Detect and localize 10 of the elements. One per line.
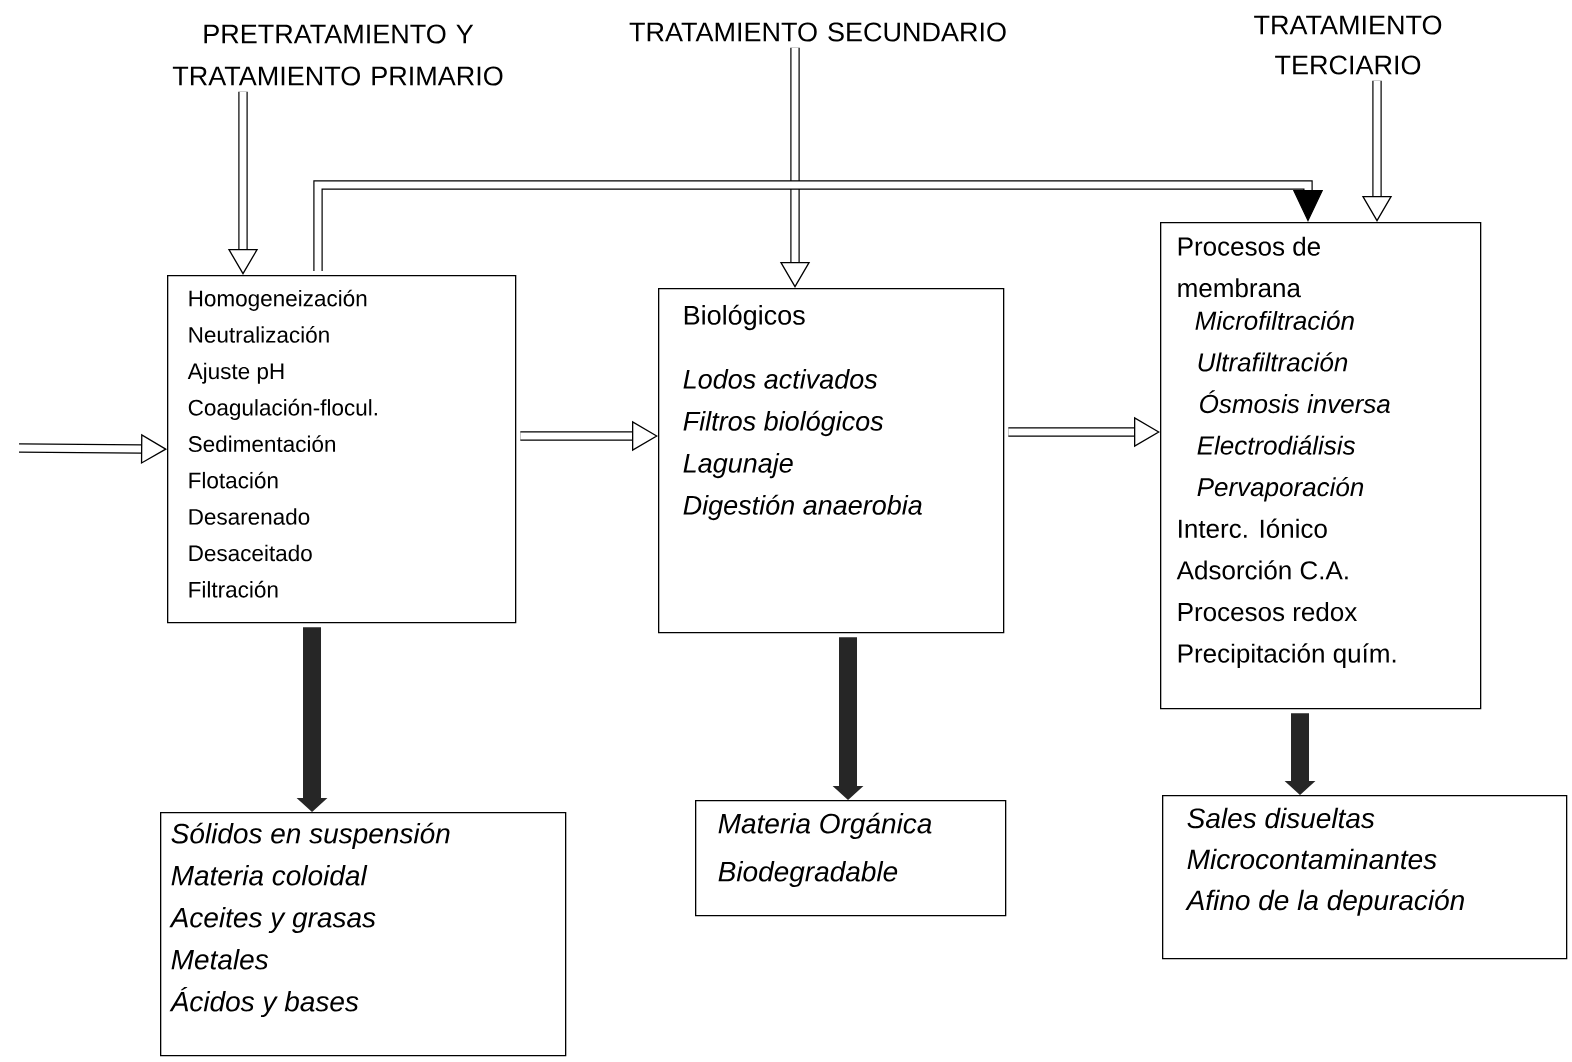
process-box: Biológicos Lodos activados Filtros biológicos Lagunaje Digestión anaerobia xyxy=(658,288,1005,634)
stage-heading: TRATAMIENTO SECUNDARIO xyxy=(629,22,1006,42)
stage-heading: PRETRATAMIENTO Y TRATAMIENTO PRIMARIO xyxy=(172,24,503,86)
arrow xyxy=(313,180,1324,271)
process-box: Procesos de membrana Microfiltración Ultrafiltración Ósmosis inversa Electrodiálisis Pervaporación Interc. Iónico Adsorción C.A. Procesos redox Precipitación quím. xyxy=(1160,222,1482,710)
result-box: Materia Orgánica Biodegradable xyxy=(695,800,1007,917)
process-box: Homogeneización Neutralización Ajuste pH Coagulación-flocul. Sedimentación Flotación Desarenado Desaceitado Filtración xyxy=(167,275,517,624)
result-box: Sales disueltas Microcontaminantes Afino de la depuración xyxy=(1162,795,1568,960)
result-box: Sólidos en suspensión Materia coloidal Aceites y grasas Metales Ácidos y bases xyxy=(160,812,567,1057)
stage-heading: TRATAMIENTO TERCIARIO xyxy=(1254,15,1442,75)
